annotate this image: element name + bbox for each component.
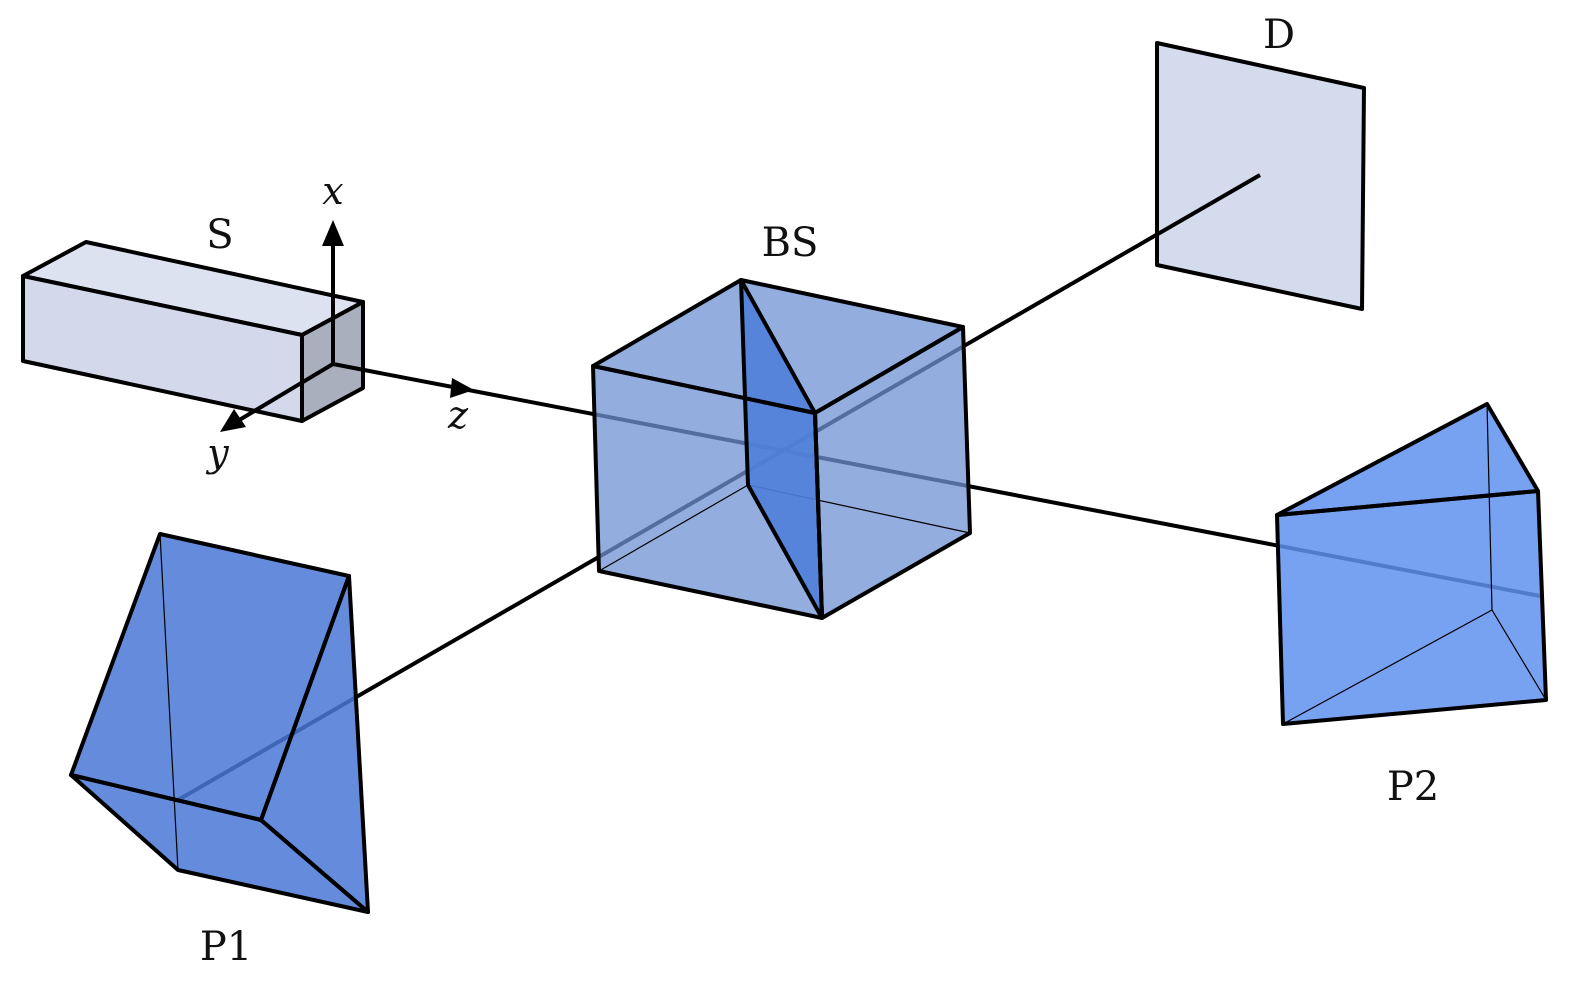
prism-p1	[69, 532, 370, 914]
x-axis-label: x	[322, 169, 343, 213]
prism2-label: P2	[1387, 764, 1439, 810]
z-axis-label: z	[447, 393, 469, 437]
z-arrow-icon	[450, 378, 474, 398]
source-box	[21, 240, 365, 423]
prism1-label: P1	[200, 924, 252, 970]
detector-label: D	[1263, 12, 1295, 58]
source-label: S	[206, 212, 233, 258]
y-axis-label: y	[205, 431, 229, 475]
prism-p2	[1275, 402, 1548, 726]
coordinate-axes	[220, 220, 474, 432]
beam-splitter-label: BS	[762, 220, 819, 266]
y-arrow-icon	[220, 409, 246, 432]
beam-splitter-cube	[591, 278, 972, 620]
x-arrow-icon	[322, 220, 344, 246]
